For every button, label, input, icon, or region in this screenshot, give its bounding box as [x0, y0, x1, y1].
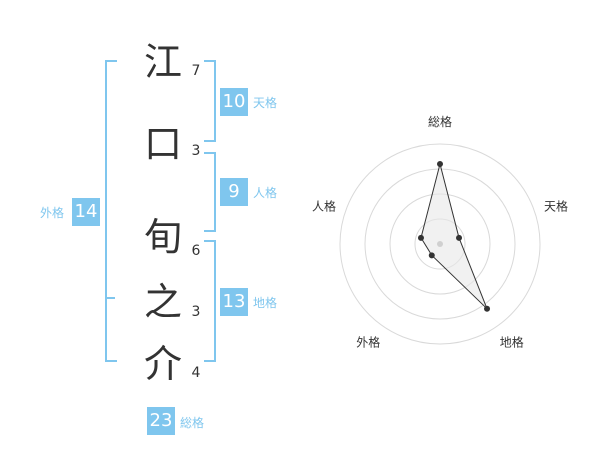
stroke-count-5: 4 [191, 365, 201, 381]
soukaku-value: 23 [147, 407, 175, 435]
chikaku-label: 地格 [253, 296, 278, 310]
radar-axis-label-4: 外格 [356, 335, 380, 350]
radar-point [456, 234, 463, 241]
tenkaku-bracket [204, 60, 216, 142]
name-char-2: 口 [143, 122, 182, 166]
jinkaku-label: 人格 [253, 186, 278, 200]
jinkaku-value: 9 [220, 178, 248, 206]
radar-point [437, 161, 443, 167]
chikaku-bracket [204, 240, 216, 362]
radar-shape [420, 163, 488, 310]
gaikaku-bracket [105, 60, 117, 362]
radar-point [484, 305, 491, 312]
jinkaku-bracket [204, 152, 216, 232]
tenkaku-label: 天格 [253, 96, 278, 110]
radar-axis-label-5: 人格 [312, 198, 336, 213]
name-char-5: 介 [143, 342, 182, 386]
stroke-count-2: 3 [191, 143, 201, 159]
radar-point [417, 234, 424, 241]
name-char-3: 旬 [143, 215, 182, 259]
chikaku-value: 13 [220, 288, 248, 316]
name-char-4: 之 [143, 280, 182, 324]
gaikaku-bracket-tick [105, 297, 115, 299]
radar-ring [339, 143, 541, 345]
radar-center [437, 241, 443, 247]
name-char-1: 江 [143, 40, 182, 84]
radar-chart: 総格 天格 地格 外格 人格 [312, 114, 568, 350]
gaikaku-label: 外格 [40, 206, 65, 220]
radar-axis-label-1: 総格 [428, 114, 452, 129]
radar-axis-label-3: 地格 [500, 335, 524, 350]
radar-point [428, 252, 435, 259]
soukaku-label: 総格 [180, 416, 205, 430]
gaikaku-value: 14 [72, 198, 100, 226]
stroke-count-3: 6 [191, 243, 201, 259]
radar-axis-label-2: 天格 [544, 198, 568, 213]
stroke-count-1: 7 [191, 63, 201, 79]
stroke-count-4: 3 [191, 304, 201, 320]
tenkaku-value: 10 [220, 88, 248, 116]
